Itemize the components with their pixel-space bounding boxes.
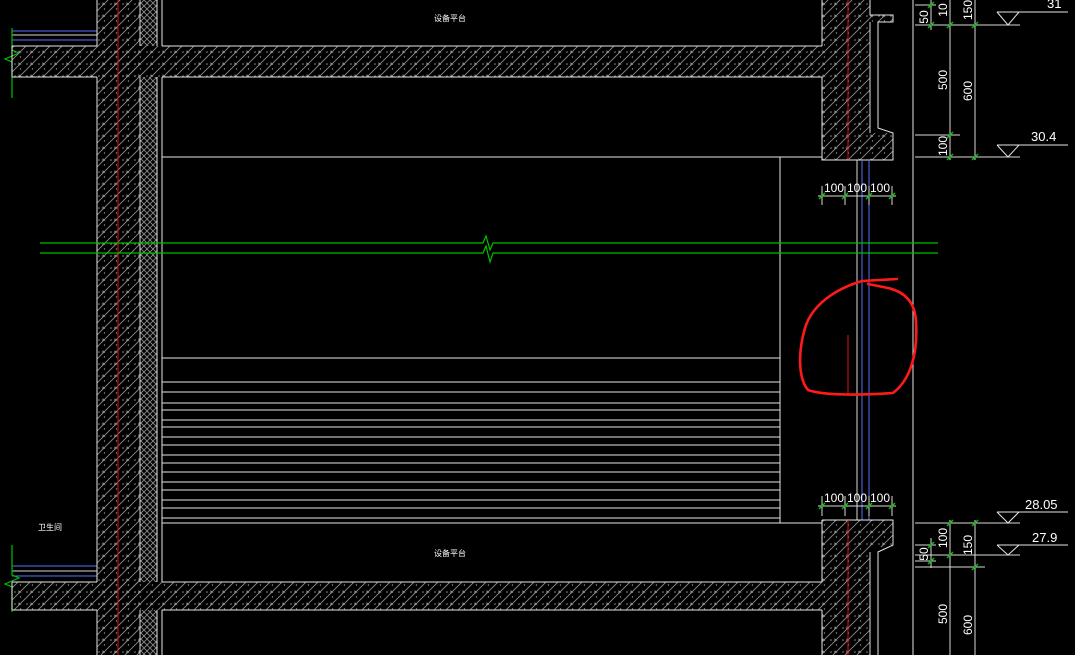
dimension-text: 100 bbox=[824, 491, 844, 505]
top-slab bbox=[11, 45, 822, 78]
dimension-tick bbox=[818, 192, 896, 200]
dimension-text: 100 bbox=[870, 491, 890, 505]
insulation-hatch bbox=[140, 0, 157, 46]
insulation-hatch bbox=[140, 610, 157, 655]
wall-outline bbox=[821, 519, 894, 655]
elevation-text: 31 bbox=[1047, 0, 1061, 11]
wall-dimension-upper: 100 100 100 bbox=[818, 181, 896, 205]
horizontal-break-line bbox=[40, 234, 938, 265]
dimension-text: 100 bbox=[936, 136, 950, 156]
extension-line bbox=[915, 4, 1020, 158]
dimension-text: 500 bbox=[936, 70, 950, 90]
break-line-lower bbox=[40, 244, 938, 265]
dimension-text: 150 bbox=[961, 535, 975, 555]
dimension-text: 600 bbox=[961, 615, 975, 635]
dimension-line bbox=[930, 520, 976, 655]
dimension-text: 150 bbox=[961, 0, 975, 20]
dimension-text: 100 bbox=[870, 181, 890, 195]
insulation-hatch bbox=[140, 77, 157, 582]
elevation-marker-top: 31 bbox=[996, 0, 1068, 26]
concrete-wall-hatch bbox=[870, 520, 893, 547]
slab-outline bbox=[11, 45, 822, 78]
elevation-marker-lower-b: 27.9 bbox=[996, 530, 1068, 556]
break-line-upper bbox=[40, 234, 938, 252]
elevation-symbol bbox=[996, 144, 1068, 158]
dimension-text: 100 bbox=[936, 528, 950, 548]
elevation-marker-lower-a: 28.05 bbox=[996, 497, 1068, 524]
right-wall-upper bbox=[821, 0, 894, 161]
dimension-text: 10 bbox=[936, 3, 950, 17]
dimension-text: 500 bbox=[936, 604, 950, 624]
extension-line bbox=[915, 522, 1020, 568]
markup-circle bbox=[798, 277, 918, 396]
right-wall-lower bbox=[821, 519, 894, 655]
elevation-text: 27.9 bbox=[1032, 530, 1057, 545]
dimension-tick bbox=[927, 1, 979, 161]
bottom-slab bbox=[11, 581, 822, 611]
elevation-symbol bbox=[996, 511, 1068, 524]
room-label-platform-lower: 设备平台 bbox=[434, 548, 466, 558]
dimension-text: 50 bbox=[917, 10, 931, 24]
concrete-wall-hatch bbox=[870, 15, 893, 22]
concrete-wall-hatch bbox=[822, 0, 870, 160]
wall-dimension-lower: 100 100 100 bbox=[818, 491, 896, 516]
dimension-text: 600 bbox=[961, 81, 975, 101]
dimension-text: 100 bbox=[824, 181, 844, 195]
slab-hatch bbox=[12, 582, 822, 610]
elevation-symbol bbox=[996, 11, 1068, 26]
lower-equipment-platform: 设备平台 bbox=[162, 522, 822, 558]
vertical-dimension-lower: 50 100 150 500 600 bbox=[915, 519, 1020, 655]
vertical-dimension-upper: 50 10 150 500 600 100 bbox=[915, 0, 1020, 161]
elevation-symbol bbox=[996, 544, 1068, 556]
dimension-text: 50 bbox=[917, 547, 931, 561]
room-label-platform-upper: 设备平台 bbox=[434, 13, 466, 23]
elevation-marker-upper: 30.4 bbox=[996, 129, 1068, 158]
dimension-tick bbox=[927, 519, 979, 571]
middle-room bbox=[162, 156, 822, 523]
elevation-text: 30.4 bbox=[1031, 129, 1056, 144]
dimension-text: 100 bbox=[847, 181, 867, 195]
dimension-tick bbox=[818, 502, 896, 510]
left-wall bbox=[96, 0, 163, 655]
concrete-wall-hatch bbox=[870, 133, 893, 160]
room-label-bathroom: 卫生间 bbox=[38, 522, 62, 532]
slab-outline bbox=[11, 581, 822, 611]
dimension-text: 100 bbox=[847, 491, 867, 505]
concrete-wall-hatch bbox=[822, 520, 870, 655]
right-thin-wall bbox=[847, 0, 914, 655]
slab-hatch bbox=[12, 46, 822, 77]
elevation-text: 28.05 bbox=[1025, 497, 1058, 512]
upper-equipment-platform: 设备平台 bbox=[434, 13, 466, 23]
